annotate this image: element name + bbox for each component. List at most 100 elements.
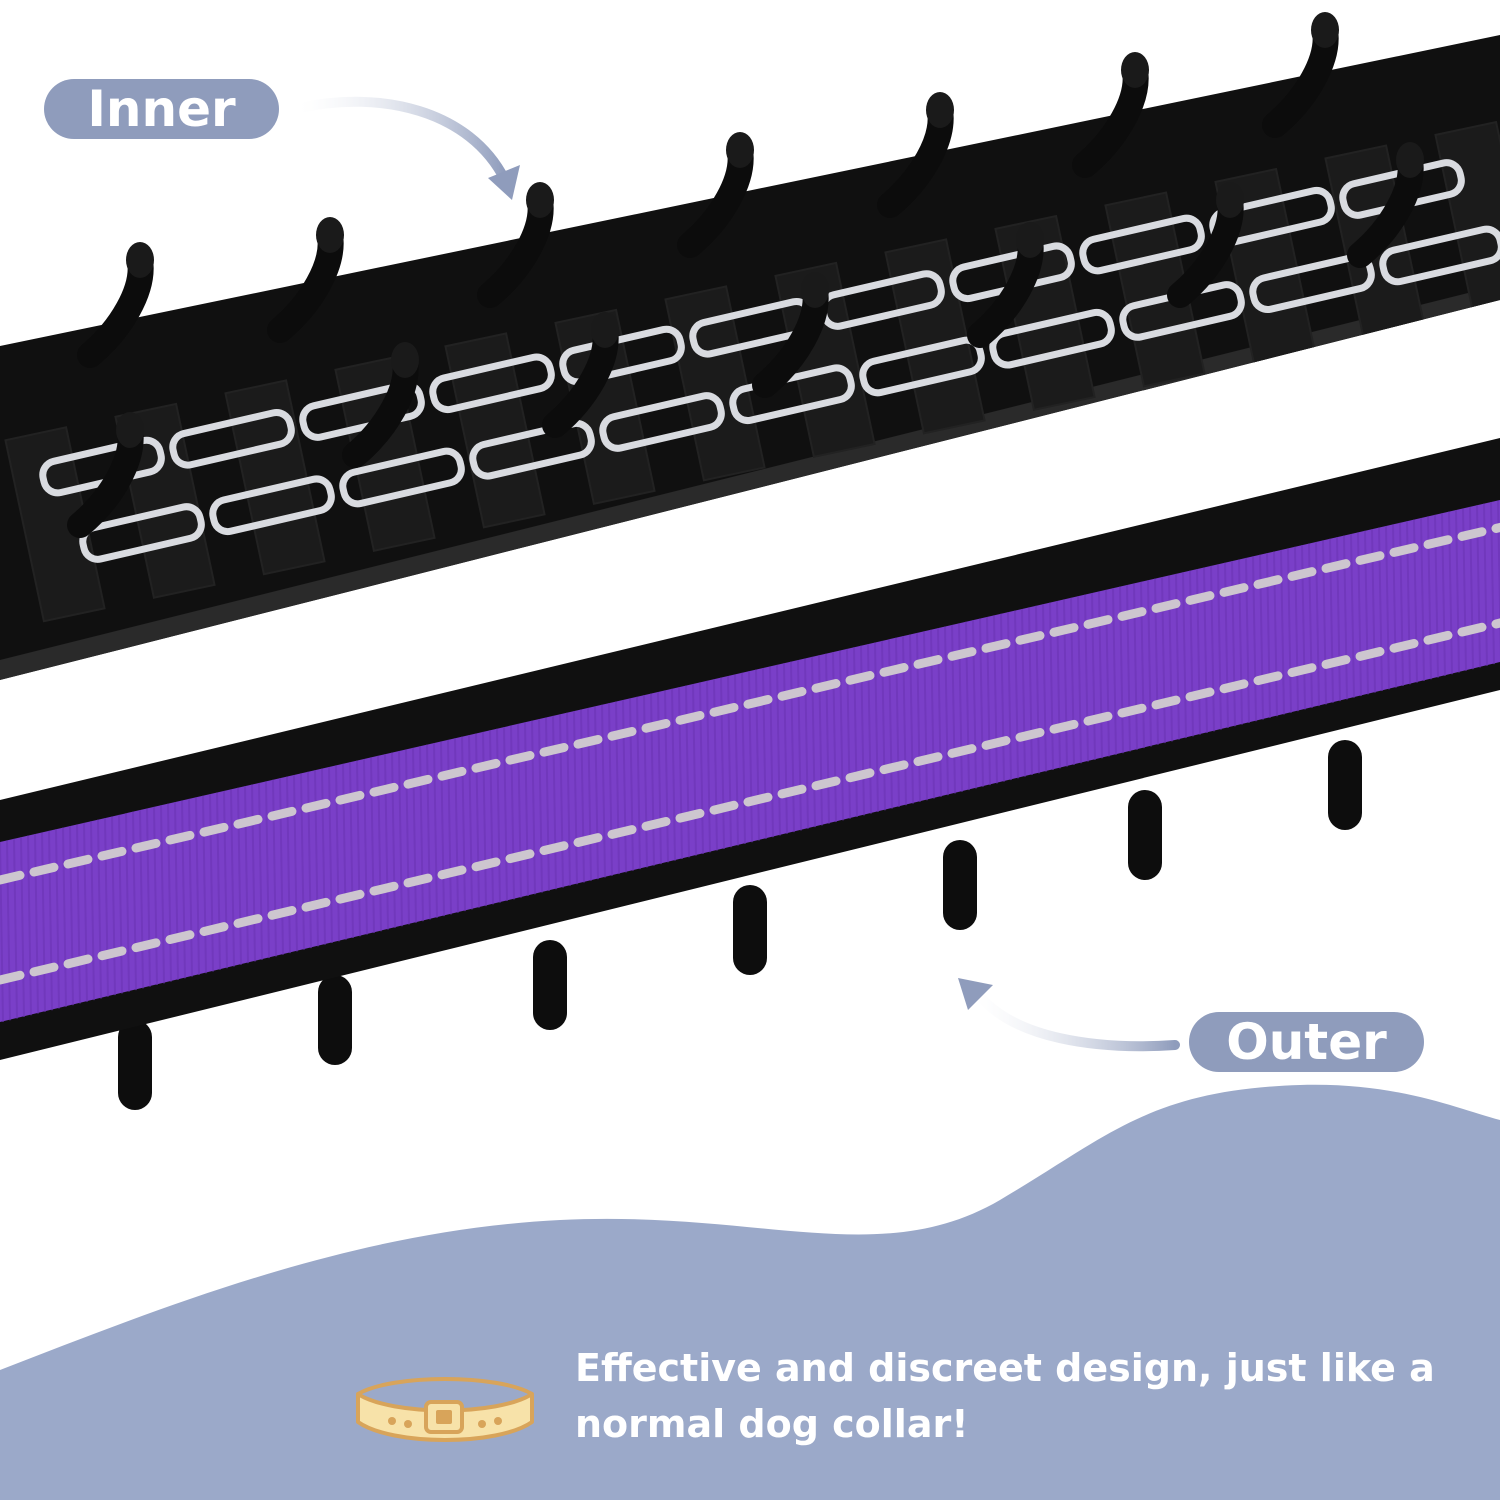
weave-line xyxy=(272,779,277,957)
weave-line xyxy=(265,781,270,959)
weave-line xyxy=(244,786,249,964)
weave-line xyxy=(342,763,347,940)
weave-line xyxy=(433,743,438,918)
weave-line xyxy=(90,821,95,1001)
weave-line xyxy=(405,749,410,925)
weave-line xyxy=(426,744,431,920)
weave-line xyxy=(482,731,487,907)
weave-line xyxy=(69,826,74,1006)
reflective-dash xyxy=(675,808,705,823)
reflective-dash xyxy=(97,846,127,861)
weave-line xyxy=(328,766,333,944)
weave-line xyxy=(384,754,389,930)
weave-line xyxy=(174,802,179,981)
weave-line xyxy=(643,695,648,868)
reflective-dash xyxy=(403,774,433,789)
weave-line xyxy=(286,776,291,954)
reflective-dash xyxy=(335,790,365,805)
reflective-dash xyxy=(1253,575,1283,589)
weave-line xyxy=(559,714,564,888)
weave-line xyxy=(314,770,319,947)
weave-line xyxy=(335,765,340,942)
weave-line xyxy=(524,722,529,897)
reflective-dash xyxy=(1151,695,1181,710)
weave-line xyxy=(979,618,984,787)
elastic-loops xyxy=(4,120,1500,623)
reflective-dash xyxy=(573,734,603,749)
weave-line xyxy=(671,688,676,861)
reflective-dash xyxy=(1049,719,1079,734)
reflective-dash xyxy=(301,798,331,813)
weave-line xyxy=(34,834,39,1014)
chain-link xyxy=(1379,225,1500,286)
reflective-dash xyxy=(981,736,1011,750)
weave-line xyxy=(363,758,368,935)
prong-cap xyxy=(1121,52,1149,88)
reflective-dash xyxy=(947,647,977,661)
weave-line xyxy=(503,727,508,902)
weave-line xyxy=(650,693,655,866)
reflective-dash xyxy=(1015,631,1045,645)
prong-cap xyxy=(126,242,154,278)
weave-line xyxy=(6,840,11,1021)
reflective-dash xyxy=(539,742,569,757)
reflective-dash xyxy=(165,930,195,945)
reflective-dash xyxy=(29,962,59,977)
weave-line xyxy=(440,741,445,917)
weave-line xyxy=(398,751,403,927)
reflective-dash xyxy=(437,865,467,880)
weave-line xyxy=(370,757,375,933)
prong-cap xyxy=(1311,12,1339,48)
weave-line xyxy=(839,650,844,821)
reflective-dash xyxy=(1117,607,1147,621)
reflective-dash xyxy=(539,841,569,856)
chain-link xyxy=(989,308,1115,369)
weave-line xyxy=(573,711,578,885)
reflective-dash xyxy=(1151,599,1181,613)
reflective-dash xyxy=(777,784,807,799)
curved-arrow-icon xyxy=(970,985,1180,1052)
weave-line xyxy=(13,838,18,1019)
reflective-dash xyxy=(1491,519,1500,533)
reflective-dash xyxy=(403,873,433,888)
reflective-dash xyxy=(97,946,127,961)
prong-tips-outer xyxy=(118,740,1362,1110)
reflective-dash xyxy=(165,830,195,845)
prong-cap xyxy=(591,312,619,348)
weave-line xyxy=(608,703,613,876)
prong-cap xyxy=(926,92,954,128)
weave-line xyxy=(216,792,221,970)
reflective-dash xyxy=(1219,679,1249,694)
reflective-dash xyxy=(1185,687,1215,702)
outer-tip xyxy=(1328,740,1362,830)
weave-line xyxy=(307,771,312,949)
weave-line xyxy=(223,790,228,969)
reflective-dash xyxy=(369,881,399,896)
prong-cap xyxy=(526,182,554,218)
weave-line xyxy=(251,784,256,962)
weave-line xyxy=(258,782,263,960)
weave-line xyxy=(1420,517,1425,681)
reflective-dash xyxy=(29,862,59,877)
chain-link xyxy=(429,353,555,414)
prong-cap xyxy=(391,342,419,378)
weave-line xyxy=(1112,588,1117,755)
weave-line xyxy=(167,803,172,982)
reflective-dash xyxy=(1457,527,1487,541)
reflective-dash xyxy=(879,760,909,775)
outer-label: Outer xyxy=(1226,1013,1387,1071)
reflective-dash xyxy=(1423,535,1453,549)
weave-line xyxy=(804,658,809,829)
reflective-dash xyxy=(1049,623,1079,637)
reflective-dash xyxy=(845,671,875,685)
weave-line xyxy=(475,733,480,908)
weave-line xyxy=(776,664,781,836)
weave-line xyxy=(699,682,704,855)
reflective-dash xyxy=(607,825,637,839)
reflective-dash xyxy=(1321,655,1351,669)
weave-line xyxy=(1077,596,1082,764)
weave-line xyxy=(62,827,67,1007)
weave-line xyxy=(587,707,592,881)
reflective-dash xyxy=(811,679,841,693)
